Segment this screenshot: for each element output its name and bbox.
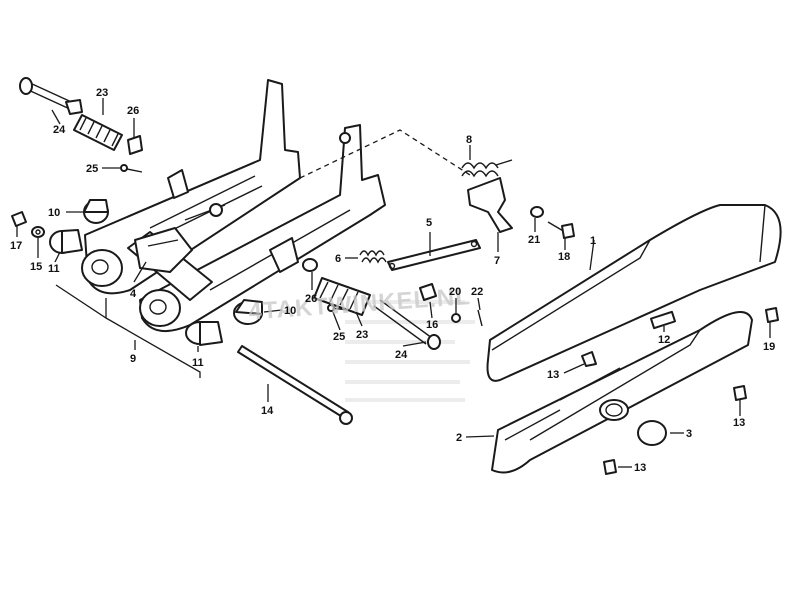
callout-8: 8 — [466, 134, 472, 146]
brake-arm — [461, 159, 575, 239]
callout-7: 7 — [494, 255, 500, 267]
axle — [237, 345, 353, 425]
callout-23b: 23 — [356, 329, 368, 341]
inspection-cap — [637, 420, 667, 446]
screws — [581, 307, 779, 475]
bushings — [11, 199, 263, 346]
spring — [359, 250, 387, 264]
leader-lines — [16, 98, 771, 468]
footrest-lower — [302, 258, 483, 350]
callout-18: 18 — [558, 251, 570, 263]
callout-25a: 25 — [86, 163, 98, 175]
callout-6: 6 — [335, 253, 341, 265]
callout-26a: 26 — [127, 105, 139, 117]
callout-23a: 23 — [96, 87, 108, 99]
callout-13c: 13 — [634, 462, 646, 474]
callout-5: 5 — [426, 217, 432, 229]
callout-17: 17 — [10, 240, 22, 252]
callout-9: 9 — [130, 353, 136, 365]
chain-case-upper — [486, 204, 782, 382]
callout-26b: 26 — [305, 293, 317, 305]
callout-3: 3 — [686, 428, 692, 440]
callout-15: 15 — [30, 261, 42, 273]
callout-22: 22 — [471, 286, 483, 298]
callout-13a: 13 — [547, 369, 559, 381]
callout-20: 20 — [449, 286, 461, 298]
callout-2: 2 — [456, 432, 462, 444]
callout-10b: 10 — [284, 305, 296, 317]
callout-19: 19 — [763, 341, 775, 353]
callout-12: 12 — [658, 334, 670, 346]
footrest-upper — [19, 77, 143, 173]
callout-24a: 24 — [53, 124, 66, 136]
callout-1: 1 — [590, 235, 596, 247]
callout-11b: 11 — [192, 357, 204, 369]
footrest-rubber — [73, 114, 123, 151]
callouts: 23 26 24 25 10 17 15 11 4 9 11 14 10 26 … — [10, 87, 775, 474]
callout-14: 14 — [261, 405, 274, 417]
callout-25b: 25 — [333, 331, 345, 343]
callout-16: 16 — [426, 319, 438, 331]
callout-10a: 10 — [48, 207, 60, 219]
callout-13b: 13 — [733, 417, 745, 429]
chain-case-lower — [491, 311, 753, 474]
callout-4: 4 — [130, 288, 137, 300]
callout-21: 21 — [528, 234, 540, 246]
chain-adjuster-bracket — [134, 227, 193, 273]
callout-24b: 24 — [395, 349, 408, 361]
torque-link-rod — [387, 239, 481, 271]
callout-11a: 11 — [48, 263, 60, 275]
